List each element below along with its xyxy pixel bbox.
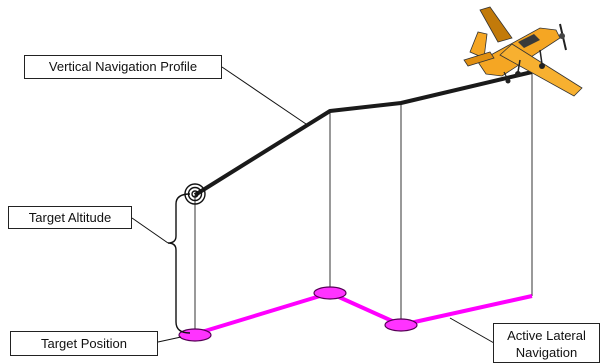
waypoint-2	[384, 318, 418, 332]
waypoint-1	[313, 286, 347, 300]
target-position-label: Target Position	[10, 331, 158, 356]
active-lateral-line1: Active Lateral	[507, 328, 586, 343]
leader-lnav	[449, 317, 495, 344]
leader-alt	[131, 217, 169, 244]
leader-pos	[157, 336, 182, 343]
vertical-navigation-path	[193, 70, 533, 197]
altitude-bracket	[167, 193, 191, 334]
waypoint-markers	[178, 286, 418, 342]
airplane-icon	[463, 6, 583, 97]
target-altitude-label: Target Altitude	[8, 206, 132, 229]
lateral-navigation-path	[194, 291, 533, 336]
leader-lines	[131, 66, 495, 344]
drop-lines	[194, 72, 533, 334]
active-lateral-line2: Navigation	[515, 345, 578, 360]
active-lateral-navigation-label: Active Lateral Navigation	[493, 323, 600, 363]
leader-vnav	[221, 66, 307, 125]
waypoint-target-position	[178, 328, 212, 342]
vertical-profile-label: Vertical Navigation Profile	[24, 55, 222, 79]
